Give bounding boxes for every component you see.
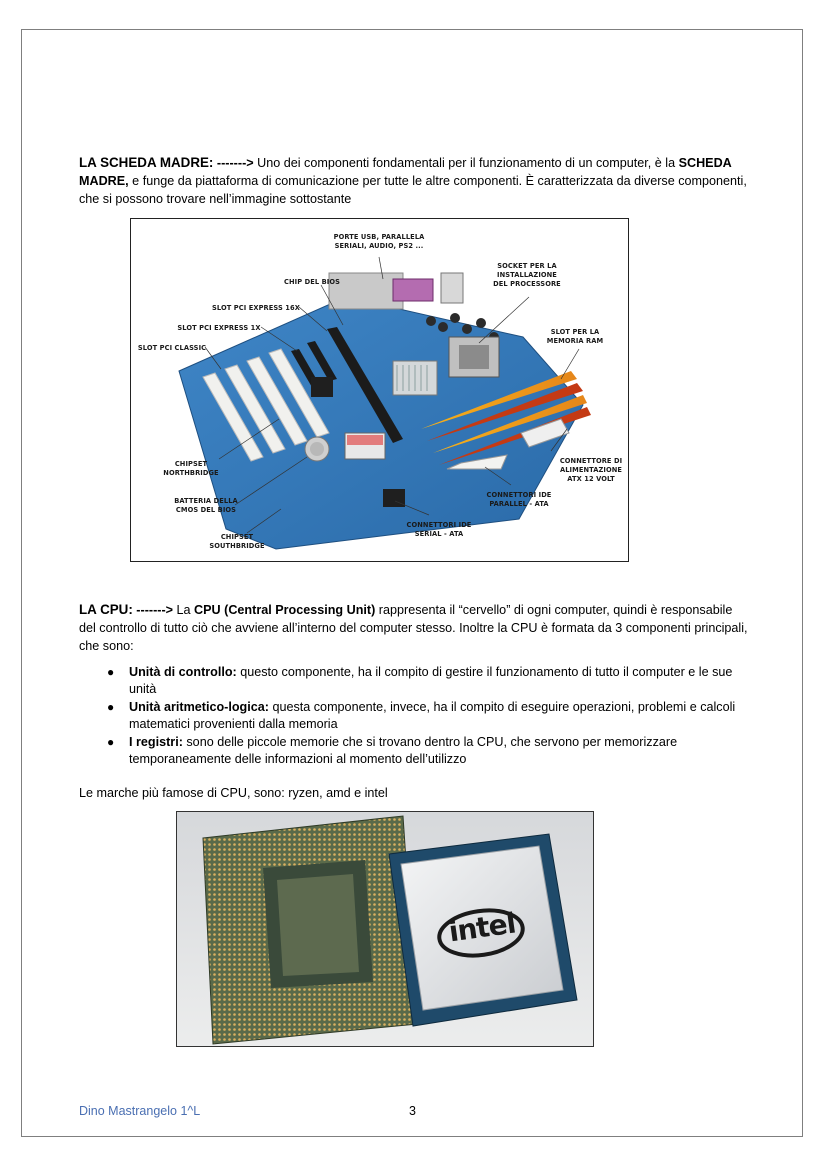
cpu-bold-term: CPU (Central Processing Unit) <box>194 603 376 617</box>
bullet-icon: ● <box>107 700 115 714</box>
motherboard-heading: LA SCHEDA MADRE: <box>79 155 214 170</box>
label-battery: BATTERIA DELLA CMOS DEL BIOS <box>174 496 238 514</box>
label-northbridge: CHIPSET NORTHBRIDGE <box>163 459 219 477</box>
bullet-icon: ● <box>107 735 115 749</box>
list-item-text: questa componente, invece, ha il compito… <box>129 700 736 731</box>
footer-author: Dino Mastrangelo 1^L <box>79 1104 201 1118</box>
page-number: 3 <box>409 1104 416 1118</box>
cpu-brands: Le marche più famose di CPU, sono: ryzen… <box>79 786 388 800</box>
list-item-text: questo componente, ha il compito di gest… <box>129 665 733 696</box>
list-item-text: sono delle piccole memorie che si trovan… <box>129 735 678 766</box>
cpu-arrow: -------> <box>132 603 177 617</box>
motherboard-arrow: -------> <box>213 156 258 170</box>
label-power: CONNETTORE DI ALIMENTAZIONE ATX 12 VOLT <box>559 456 623 483</box>
label-ram: SLOT PER LA MEMORIA RAM <box>546 327 604 345</box>
cpu-figure: intel <box>176 811 594 1047</box>
cpu-components-list: ● Unità di controllo: questo componente, … <box>107 664 757 769</box>
list-item: ● I registri: sono delle piccole memorie … <box>107 734 757 768</box>
list-item-term: Unità aritmetico-logica: <box>129 700 269 714</box>
cpu-text-2: rappresenta il “cervello” di ogni comput… <box>79 603 748 653</box>
cpu-heading: LA CPU: <box>79 602 133 617</box>
label-pci-classic: SLOT PCI CLASSIC <box>137 343 207 352</box>
list-item-term: I registri: <box>129 735 183 749</box>
cpu-illustration <box>177 812 593 1046</box>
list-item: ● Unità di controllo: questo componente, … <box>107 664 757 698</box>
cpu-text-1: La <box>176 603 195 617</box>
motherboard-illustration <box>178 256 591 550</box>
motherboard-text-1: Uno dei componenti fondamentali per il f… <box>257 156 679 170</box>
list-item: ● Unità aritmetico-logica: questa compone… <box>107 699 757 733</box>
label-southbridge: CHIPSET SOUTHBRIDGE <box>209 532 265 550</box>
label-socket: SOCKET PER LA INSTALLAZIONE DEL PROCESSO… <box>493 261 561 288</box>
label-pci1: SLOT PCI EXPRESS 1x <box>177 323 261 332</box>
page-frame <box>21 29 803 1137</box>
cpu-paragraph: LA CPU: -------> La CPU (Central Process… <box>79 601 751 655</box>
list-item-term: Unità di controllo: <box>129 665 237 679</box>
label-ide-serial: CONNETTORI IDE SERIAL - ATA <box>406 520 472 538</box>
label-pci16: SLOT PCI EXPRESS 16x <box>212 303 300 312</box>
bullet-icon: ● <box>107 665 115 679</box>
label-ide-parallel: CONNETTORI IDE PARALLEL - ATA <box>486 490 552 508</box>
motherboard-text-2: e funge da piattaforma di comunicazione … <box>79 174 747 206</box>
label-bios: CHIP DEL BIOS <box>284 277 340 286</box>
motherboard-paragraph: LA SCHEDA MADRE: -------> Uno dei compon… <box>79 154 751 208</box>
motherboard-bold-term: SCHEDA MADRE, <box>79 156 732 188</box>
label-ports: PORTE USB, PARALLELA SERIALI, AUDIO, PS2… <box>333 232 425 250</box>
motherboard-figure: PORTE USB, PARALLELA SERIALI, AUDIO, PS2… <box>130 218 629 562</box>
